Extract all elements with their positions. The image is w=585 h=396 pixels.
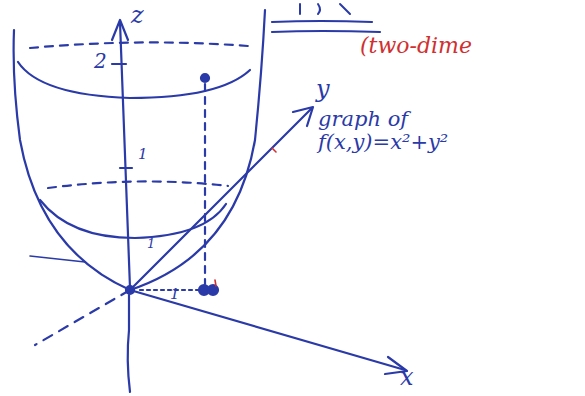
- header-note: (two-dime: [360, 34, 472, 58]
- tick-number: 1: [147, 237, 155, 251]
- graph-note: graph of f(x,y)=x²+y²: [318, 108, 468, 154]
- axis-label: y: [316, 76, 330, 102]
- axis-label: x: [400, 364, 414, 390]
- tick-number: 2: [94, 50, 107, 72]
- axis-label: z: [131, 2, 144, 28]
- tick-number: 1: [170, 286, 180, 303]
- tick-number: 1: [138, 146, 148, 163]
